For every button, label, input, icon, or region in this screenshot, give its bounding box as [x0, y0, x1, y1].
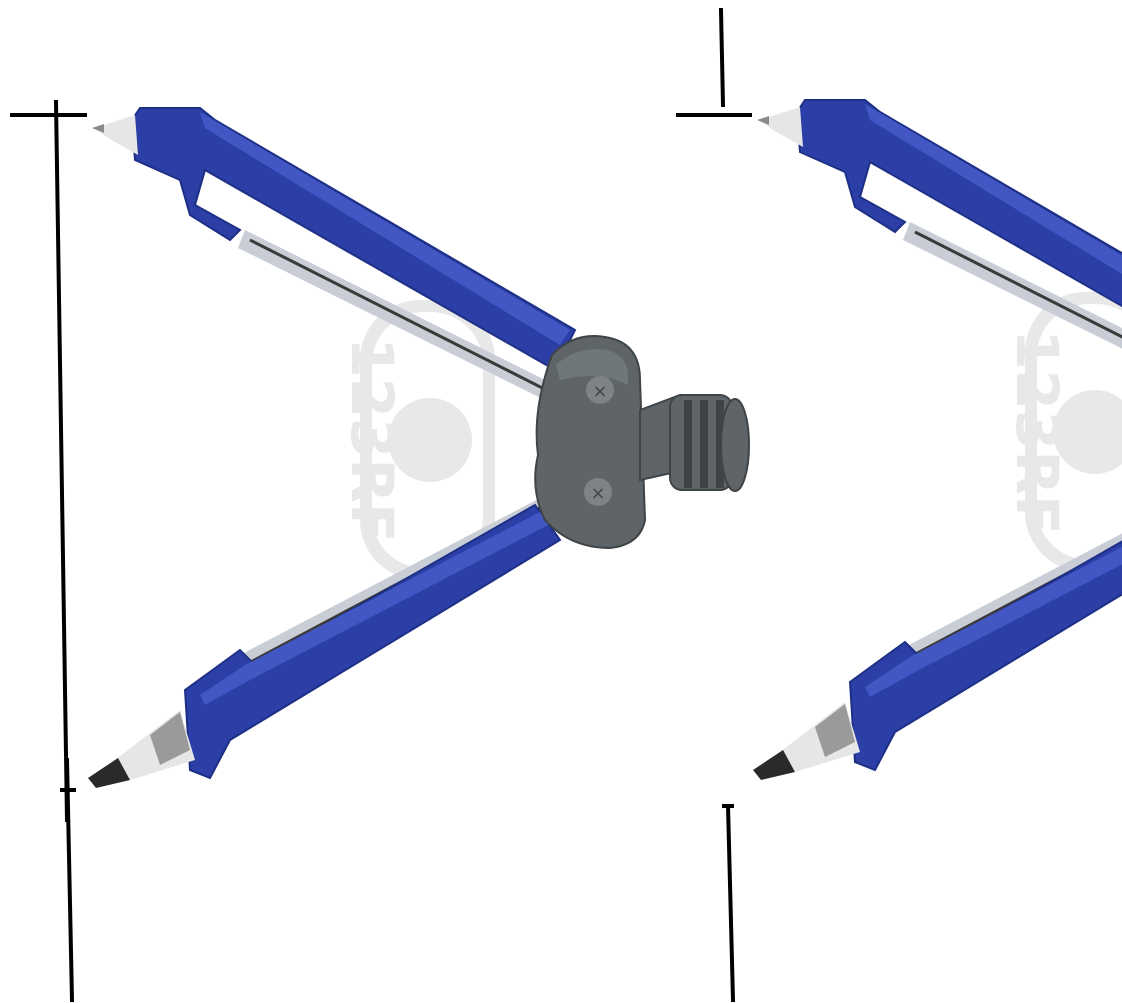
guide-lines — [10, 7, 752, 1003]
right-top-vertical-line — [718, 7, 726, 108]
right-bottom-vertical-line — [725, 803, 736, 1003]
left-vertical-line-lower — [64, 757, 75, 1003]
left-vertical-line-upper — [53, 99, 70, 823]
